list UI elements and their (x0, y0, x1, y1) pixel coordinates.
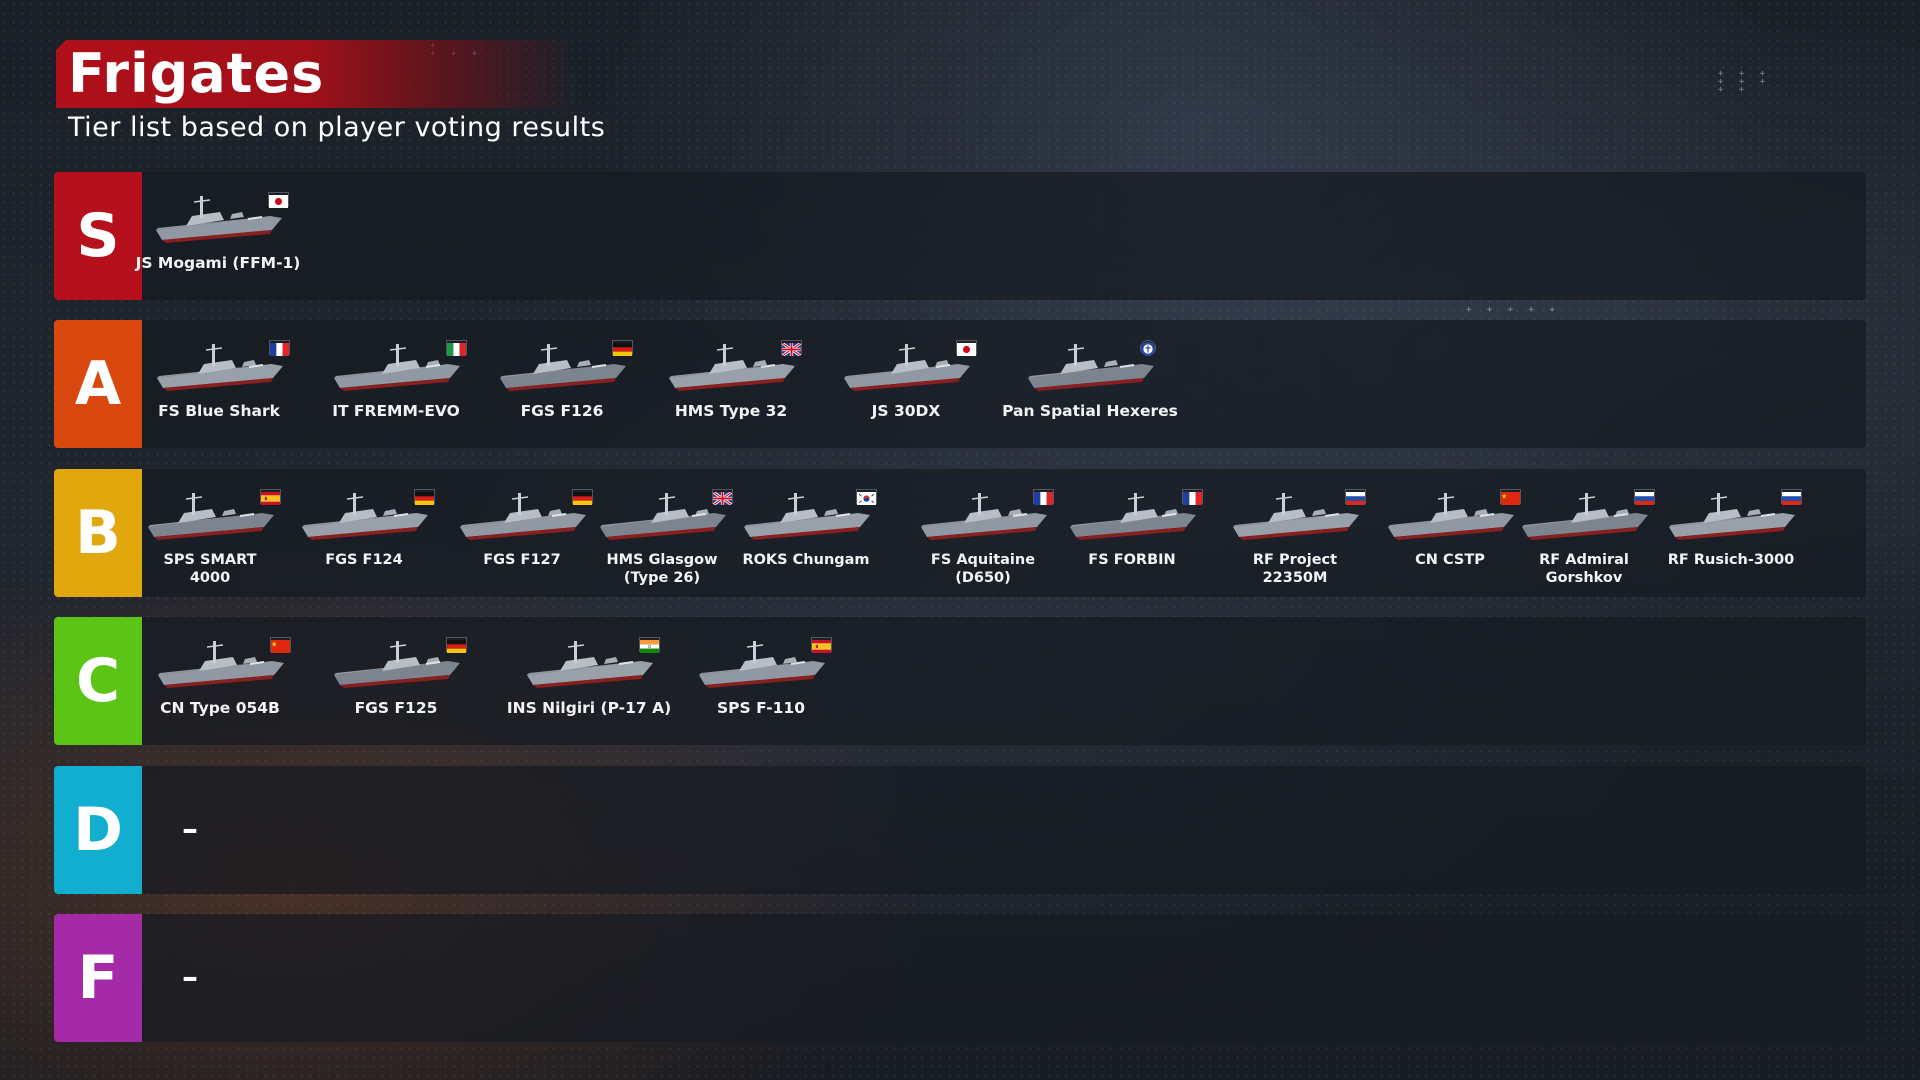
tier-items: JS Mogami (FFM-1) (136, 172, 1866, 300)
ship-name: FGS F127 (483, 552, 561, 568)
ship-name: HMS Glasgow (Type 26) (606, 552, 718, 586)
tier-items: SPS SMART 4000 FGS F124 FGS F127 HMS Glasgo… (142, 469, 1866, 597)
flag-pan-spatial-icon (1140, 340, 1156, 356)
flag-spain-icon (811, 637, 832, 653)
flag-uk-icon (712, 489, 733, 507)
flag-germany-icon (572, 489, 593, 505)
ship-image (496, 338, 628, 398)
tier-badge-s: S (54, 172, 142, 300)
ship-image (740, 487, 872, 547)
tier-row-d: D– (54, 766, 1866, 894)
title-banner (56, 40, 576, 108)
ship-name: FS Blue Shark (158, 402, 280, 420)
ship-name: Pan Spatial Hexeres (1002, 402, 1178, 420)
tier-badge-d: D (54, 766, 142, 894)
flag-russia-icon (1345, 489, 1366, 505)
ship-name: IT FREMM-EVO (332, 402, 460, 420)
tier-badge-a: A (54, 320, 142, 448)
ship-name: HMS Type 32 (674, 402, 788, 420)
flag-india-icon (639, 637, 660, 653)
ship-image (1229, 487, 1361, 547)
flag-china-icon (1500, 489, 1521, 505)
tier-items: CN Type 054B FGS F125 INS Nilgiri (P-17 A)… (142, 617, 1866, 745)
flag-spain-icon (260, 489, 281, 505)
flag-france-icon (1033, 489, 1054, 505)
ship-image (144, 487, 276, 547)
ship-image (523, 635, 655, 695)
flag-uk-icon (781, 340, 802, 358)
ship-name: FGS F126 (520, 402, 604, 420)
ship-image (695, 635, 827, 695)
tier-row-f: F– (54, 914, 1866, 1042)
flag-russia-icon (1781, 489, 1802, 505)
empty-tier-placeholder: – (182, 810, 198, 848)
ship-name: CN Type 054B (160, 699, 280, 717)
tier-items: – (142, 914, 1866, 1042)
ship-image (330, 338, 462, 398)
page-subtitle: Tier list based on player voting results (68, 112, 606, 143)
ship-name: SPS F-110 (717, 699, 805, 717)
ship-image (1665, 487, 1797, 547)
flag-russia-icon (1634, 489, 1655, 505)
ship-name: INS Nilgiri (P-17 A) (506, 699, 672, 717)
ship-image (596, 487, 728, 547)
ship-name: FGS F124 (325, 552, 403, 568)
tier-items: – (142, 766, 1866, 894)
ship-image (456, 487, 588, 547)
flag-japan-icon (268, 192, 289, 208)
flag-korea-icon (856, 489, 877, 505)
sparkle-decoration: + + ++ + ++ + (1718, 69, 1771, 95)
ship-image (152, 190, 284, 250)
ship-name: RF Rusich-3000 (1667, 552, 1795, 568)
ship-name: RF Project 22350M (1252, 552, 1338, 586)
flag-germany-icon (446, 637, 467, 653)
ship-image (1518, 487, 1650, 547)
ship-image (1384, 487, 1516, 547)
ship-name: FGS F125 (354, 699, 438, 717)
page-title: Frigates (68, 42, 325, 105)
ship-name: ROKS Chungam (742, 552, 870, 568)
flag-italy-icon (446, 340, 467, 356)
tier-items: FS Blue Shark IT FREMM-EVO FGS F126 HMS Typ… (142, 320, 1866, 448)
ship-image (154, 635, 286, 695)
tier-row-b: B SPS SMART 4000 FGS F124 FGS F127 HMS Glasg… (54, 469, 1866, 597)
flag-germany-icon (414, 489, 435, 505)
ship-image (153, 338, 285, 398)
ship-image (330, 635, 462, 695)
ship-name: RF Admiral Gorshkov (1539, 552, 1629, 586)
ship-name: CN CSTP (1415, 552, 1485, 568)
ship-image (1066, 487, 1198, 547)
ship-image (298, 487, 430, 547)
flag-france-icon (1182, 489, 1203, 505)
sparkle-decoration: + + + + + (1466, 305, 1560, 315)
ship-image (840, 338, 972, 398)
ship-image (1024, 338, 1156, 398)
ship-image (917, 487, 1049, 547)
flag-germany-icon (612, 340, 633, 356)
ship-name: FS FORBIN (1088, 552, 1176, 568)
tier-row-a: A FS Blue Shark IT FREMM-EVO FGS F126 HMS Ty… (54, 320, 1866, 448)
tier-row-c: C CN Type 054B FGS F125 INS Nilgiri (P-17 A… (54, 617, 1866, 745)
flag-china-icon (270, 637, 291, 653)
flag-japan-icon (956, 340, 977, 356)
ship-name: JS 30DX (871, 402, 941, 420)
empty-tier-placeholder: – (182, 958, 198, 996)
ship-image (665, 338, 797, 398)
ship-name: FS Aquitaine (D650) (930, 552, 1036, 586)
ship-name: SPS SMART 4000 (163, 552, 257, 586)
flag-france-icon (269, 340, 290, 356)
tier-badge-c: C (54, 617, 142, 745)
tier-badge-f: F (54, 914, 142, 1042)
ship-name: JS Mogami (FFM-1) (135, 254, 301, 272)
tier-badge-b: B (54, 469, 142, 597)
